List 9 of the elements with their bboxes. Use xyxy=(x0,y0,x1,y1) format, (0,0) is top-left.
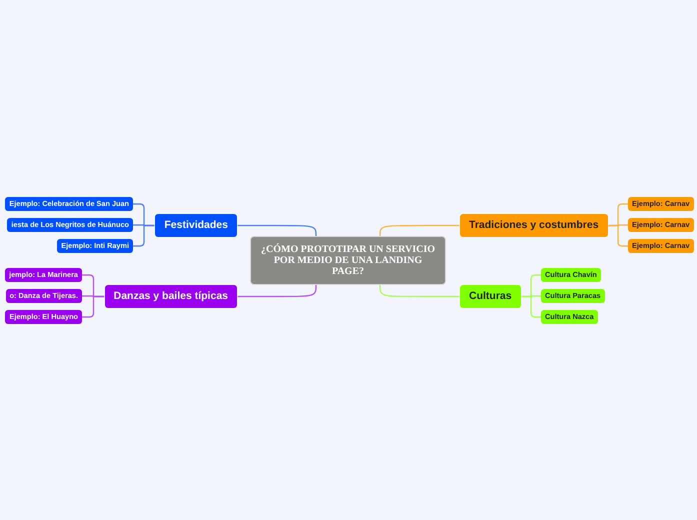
connector-line xyxy=(133,224,155,247)
topic-box: Festividades xyxy=(155,214,237,237)
topic-box: Tradiciones y costumbres xyxy=(460,214,608,237)
connector-line xyxy=(82,296,105,318)
topic-box: Culturas xyxy=(460,285,521,308)
topic-box: Danzas y bailes típicas xyxy=(104,285,237,308)
connector-line xyxy=(608,224,628,247)
connector-line xyxy=(521,296,541,318)
central-topic: ¿CÓMO PROTOTIPAR UN SERVICIO POR MEDIO DE UNA LANDING PAGE? xyxy=(250,236,446,285)
